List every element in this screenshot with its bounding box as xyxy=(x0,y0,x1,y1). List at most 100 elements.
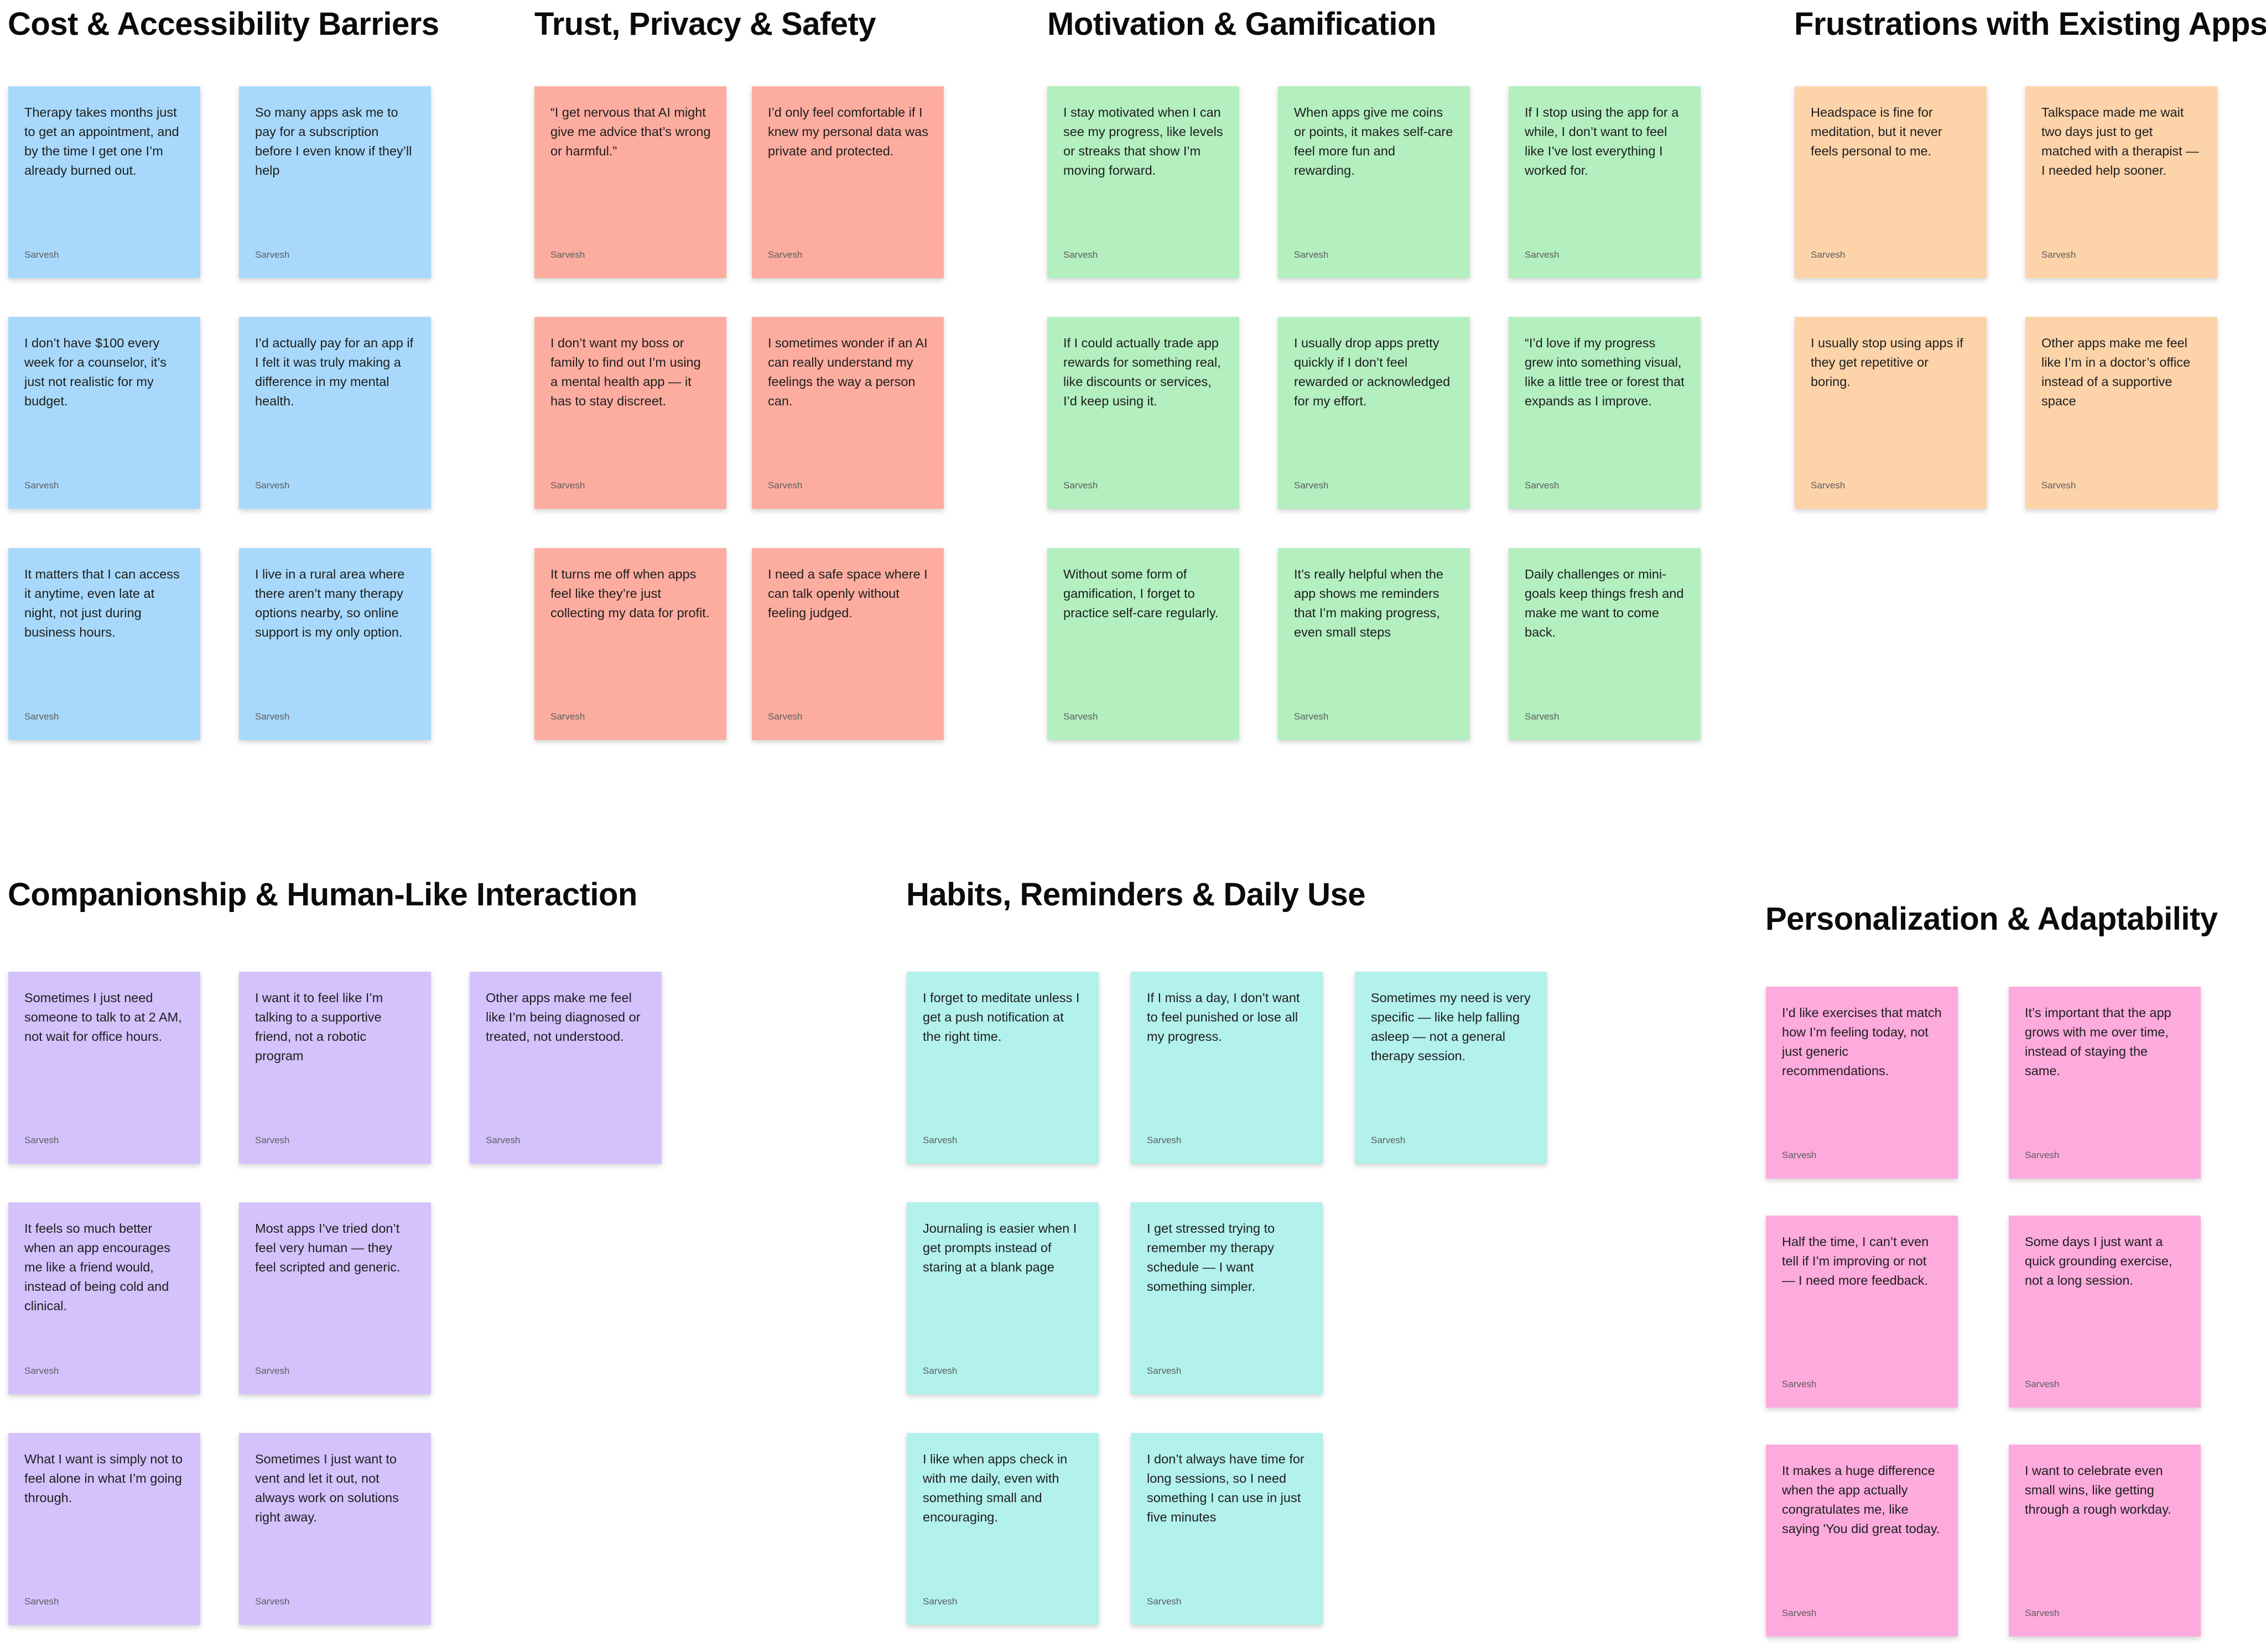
sticky-note[interactable]: Headspace is fine for meditation, but it… xyxy=(1795,86,1987,278)
sticky-note[interactable]: If I could actually trade app rewards fo… xyxy=(1047,317,1239,509)
sticky-note-author: Sarvesh xyxy=(1294,711,1329,722)
sticky-note-text: It feels so much better when an app enco… xyxy=(24,1221,170,1313)
sticky-note-author: Sarvesh xyxy=(255,1596,290,1607)
sticky-note[interactable]: Therapy takes months just to get an appo… xyxy=(8,86,200,278)
sticky-note-author: Sarvesh xyxy=(550,711,585,722)
sticky-note[interactable]: “I’d love if my progress grew into somet… xyxy=(1509,317,1701,509)
sticky-note-author: Sarvesh xyxy=(923,1135,958,1145)
sticky-note-author: Sarvesh xyxy=(2041,249,2076,260)
sticky-note-text: I want to celebrate even small wins, lik… xyxy=(2025,1463,2171,1516)
sticky-note-author: Sarvesh xyxy=(550,480,585,491)
sticky-note-author: Sarvesh xyxy=(2025,1379,2060,1389)
sticky-note[interactable]: Sometimes I just need someone to talk to… xyxy=(8,972,200,1164)
sticky-note-author: Sarvesh xyxy=(24,1135,59,1145)
sticky-note[interactable]: Other apps make me feel like I’m being d… xyxy=(470,972,662,1164)
sticky-note-text: I don’t always have time for long sessio… xyxy=(1147,1452,1304,1524)
sticky-note-text: I get stressed trying to remember my the… xyxy=(1147,1221,1275,1294)
sticky-note[interactable]: It feels so much better when an app enco… xyxy=(8,1202,200,1394)
sticky-note[interactable]: I usually stop using apps if they get re… xyxy=(1795,317,1987,509)
sticky-note-text: If I miss a day, I don’t want to feel pu… xyxy=(1147,991,1300,1044)
sticky-note[interactable]: I don’t always have time for long sessio… xyxy=(1131,1433,1323,1625)
sticky-note[interactable]: I want to celebrate even small wins, lik… xyxy=(2009,1445,2201,1637)
sticky-note-author: Sarvesh xyxy=(1063,249,1098,260)
sticky-note[interactable]: I need a safe space where I can talk ope… xyxy=(752,548,944,740)
sticky-note[interactable]: Sometimes my need is very specific — lik… xyxy=(1355,972,1547,1164)
sticky-note-author: Sarvesh xyxy=(24,711,59,722)
sticky-note-author: Sarvesh xyxy=(24,1366,59,1376)
sticky-note-author: Sarvesh xyxy=(2025,1608,2060,1618)
group-title-frustrations: Frustrations with Existing Apps xyxy=(1794,6,2266,42)
sticky-note-author: Sarvesh xyxy=(1294,249,1329,260)
sticky-note-text: I want it to feel like I’m talking to a … xyxy=(255,991,383,1063)
sticky-note[interactable]: I sometimes wonder if an AI can really u… xyxy=(752,317,944,509)
sticky-note[interactable]: It matters that I can access it anytime,… xyxy=(8,548,200,740)
sticky-note[interactable]: Other apps make me feel like I’m in a do… xyxy=(2025,317,2217,509)
sticky-note[interactable]: Sometimes I just want to vent and let it… xyxy=(239,1433,431,1625)
sticky-note[interactable]: I’d only feel comfortable if I knew my p… xyxy=(752,86,944,278)
sticky-note-text: When apps give me coins or points, it ma… xyxy=(1294,105,1453,178)
sticky-note-text: Without some form of gamification, I for… xyxy=(1063,567,1219,620)
sticky-note[interactable]: If I stop using the app for a while, I d… xyxy=(1509,86,1701,278)
group-title-cost: Cost & Accessibility Barriers xyxy=(8,6,439,42)
sticky-note-text: Therapy takes months just to get an appo… xyxy=(24,105,179,178)
sticky-note[interactable]: Some days I just want a quick grounding … xyxy=(2009,1216,2201,1408)
sticky-note-text: I don’t want my boss or family to find o… xyxy=(550,336,701,408)
sticky-note-text: Other apps make me feel like I’m being d… xyxy=(486,991,641,1044)
sticky-note[interactable]: I forget to meditate unless I get a push… xyxy=(907,972,1099,1164)
sticky-note[interactable]: I don’t want my boss or family to find o… xyxy=(534,317,726,509)
sticky-note-author: Sarvesh xyxy=(255,1366,290,1376)
sticky-note[interactable]: Half the time, I can’t even tell if I’m … xyxy=(1766,1216,1958,1408)
sticky-note[interactable]: It turns me off when apps feel like they… xyxy=(534,548,726,740)
sticky-note-author: Sarvesh xyxy=(923,1596,958,1607)
sticky-note[interactable]: When apps give me coins or points, it ma… xyxy=(1278,86,1470,278)
sticky-note[interactable]: What I want is simply not to feel alone … xyxy=(8,1433,200,1625)
sticky-note-text: Headspace is fine for meditation, but it… xyxy=(1811,105,1942,158)
sticky-note[interactable]: I want it to feel like I’m talking to a … xyxy=(239,972,431,1164)
sticky-note[interactable]: I don’t have $100 every week for a couns… xyxy=(8,317,200,509)
sticky-note[interactable]: Most apps I’ve tried don’t feel very hum… xyxy=(239,1202,431,1394)
sticky-note-text: Daily challenges or mini-goals keep thin… xyxy=(1525,567,1684,639)
sticky-note[interactable]: Talkspace made me wait two days just to … xyxy=(2025,86,2217,278)
sticky-note-text: It makes a huge difference when the app … xyxy=(1782,1463,1940,1536)
sticky-note[interactable]: I get stressed trying to remember my the… xyxy=(1131,1202,1323,1394)
sticky-note-author: Sarvesh xyxy=(1147,1596,1182,1607)
sticky-note-text: It’s important that the app grows with m… xyxy=(2025,1005,2171,1078)
sticky-note-author: Sarvesh xyxy=(1147,1135,1182,1145)
sticky-note[interactable]: Journaling is easier when I get prompts … xyxy=(907,1202,1099,1394)
sticky-note-text: Half the time, I can’t even tell if I’m … xyxy=(1782,1234,1929,1288)
sticky-note-author: Sarvesh xyxy=(923,1366,958,1376)
sticky-note[interactable]: Daily challenges or mini-goals keep thin… xyxy=(1509,548,1701,740)
sticky-note[interactable]: It’s important that the app grows with m… xyxy=(2009,987,2201,1179)
sticky-note-author: Sarvesh xyxy=(1063,480,1098,491)
sticky-note-author: Sarvesh xyxy=(768,711,803,722)
sticky-note-text: If I stop using the app for a while, I d… xyxy=(1525,105,1679,178)
sticky-note[interactable]: I’d actually pay for an app if I felt it… xyxy=(239,317,431,509)
sticky-note[interactable]: Without some form of gamification, I for… xyxy=(1047,548,1239,740)
sticky-note-text: I’d like exercises that match how I’m fe… xyxy=(1782,1005,1942,1078)
sticky-note-text: I need a safe space where I can talk ope… xyxy=(768,567,928,620)
sticky-note[interactable]: I’d like exercises that match how I’m fe… xyxy=(1766,987,1958,1179)
sticky-note-author: Sarvesh xyxy=(1525,711,1560,722)
sticky-note-author: Sarvesh xyxy=(1525,480,1560,491)
sticky-note[interactable]: I like when apps check in with me daily,… xyxy=(907,1433,1099,1625)
sticky-note-author: Sarvesh xyxy=(1294,480,1329,491)
sticky-note[interactable]: I stay motivated when I can see my progr… xyxy=(1047,86,1239,278)
sticky-note-author: Sarvesh xyxy=(1811,249,1846,260)
sticky-note-text: Most apps I’ve tried don’t feel very hum… xyxy=(255,1221,401,1274)
group-title-trust: Trust, Privacy & Safety xyxy=(534,6,876,42)
sticky-note[interactable]: So many apps ask me to pay for a subscri… xyxy=(239,86,431,278)
sticky-note[interactable]: It’s really helpful when the app shows m… xyxy=(1278,548,1470,740)
sticky-note-text: It matters that I can access it anytime,… xyxy=(24,567,180,639)
group-title-motivation: Motivation & Gamification xyxy=(1047,6,1436,42)
sticky-note-author: Sarvesh xyxy=(1063,711,1098,722)
sticky-note-author: Sarvesh xyxy=(255,711,290,722)
sticky-note-text: “I get nervous that AI might give me adv… xyxy=(550,105,711,158)
sticky-note-text: I like when apps check in with me daily,… xyxy=(923,1452,1068,1524)
sticky-note[interactable]: I live in a rural area where there aren’… xyxy=(239,548,431,740)
sticky-note-text: Other apps make me feel like I’m in a do… xyxy=(2041,336,2191,408)
sticky-note[interactable]: “I get nervous that AI might give me adv… xyxy=(534,86,726,278)
sticky-note[interactable]: It makes a huge difference when the app … xyxy=(1766,1445,1958,1637)
sticky-note[interactable]: If I miss a day, I don’t want to feel pu… xyxy=(1131,972,1323,1164)
sticky-note[interactable]: I usually drop apps pretty quickly if I … xyxy=(1278,317,1470,509)
